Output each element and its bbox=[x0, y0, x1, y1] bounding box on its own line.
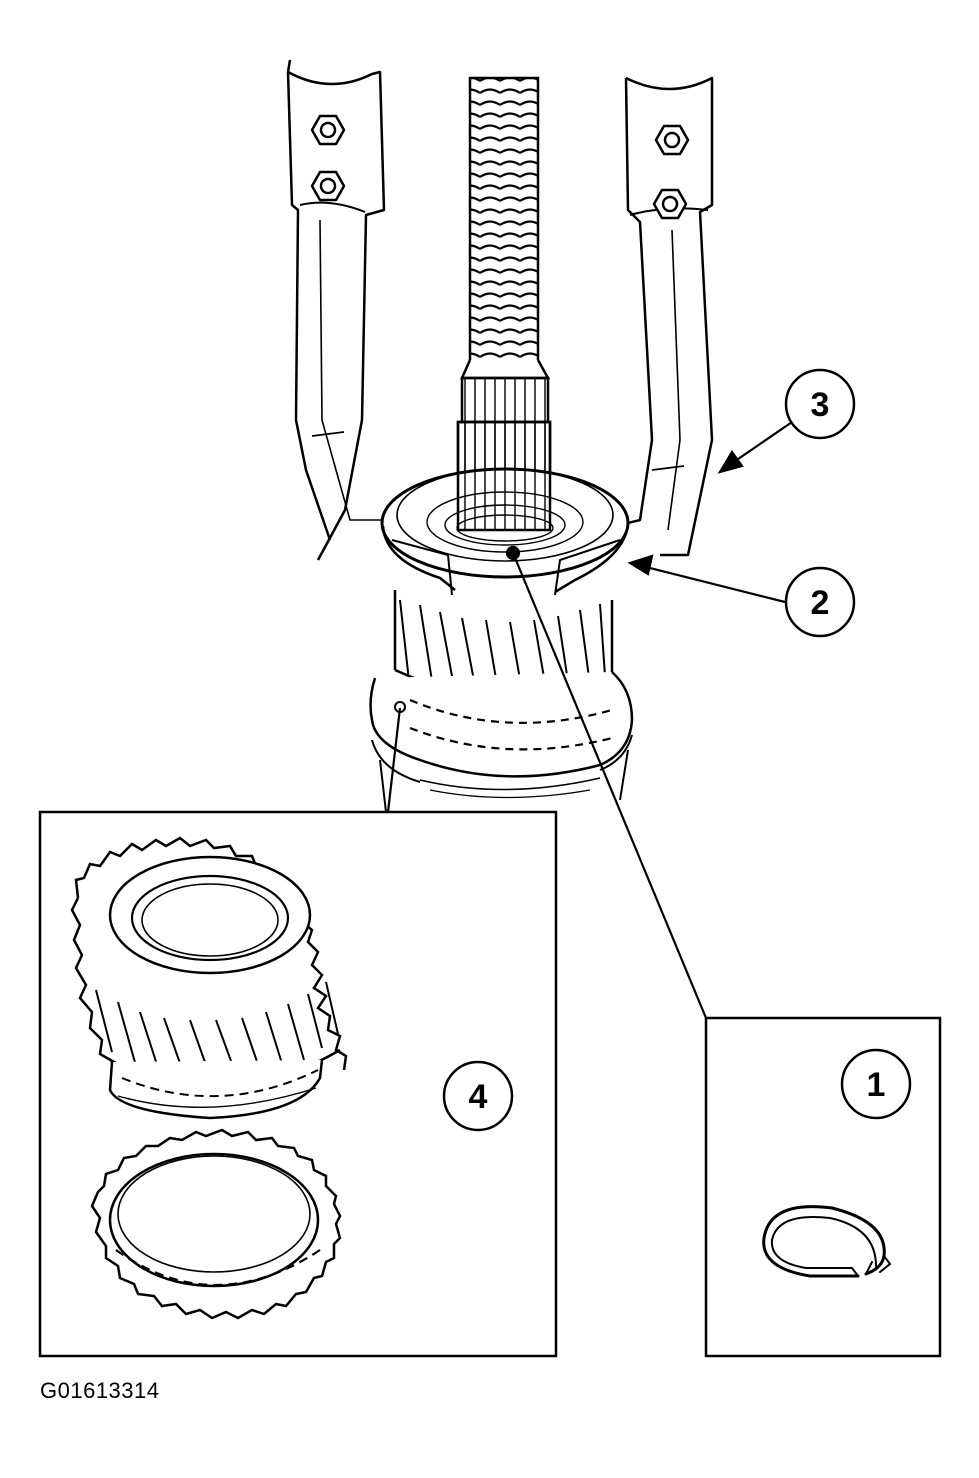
callout-4: 4 bbox=[442, 1060, 514, 1132]
callout-3: 3 bbox=[784, 368, 856, 440]
callout-3-label: 3 bbox=[811, 386, 830, 424]
figure-code: G01613314 bbox=[40, 1378, 160, 1403]
puller-tool bbox=[286, 59, 714, 561]
blocker-ring bbox=[90, 1128, 342, 1320]
hex-nut-icon bbox=[654, 124, 690, 156]
synchronizer-gear bbox=[70, 836, 348, 1120]
hex-nut-icon bbox=[310, 114, 346, 146]
callout-2-label: 2 bbox=[811, 584, 830, 622]
callout-4-label: 4 bbox=[469, 1078, 488, 1116]
snap-ring bbox=[762, 1205, 892, 1278]
gear-assembly bbox=[369, 590, 634, 813]
hex-nut-icon bbox=[310, 170, 346, 202]
callout-1: 1 bbox=[840, 1048, 912, 1120]
split-collar bbox=[380, 420, 630, 596]
callout-2: 2 bbox=[784, 566, 856, 638]
callout-1-label: 1 bbox=[867, 1066, 886, 1104]
forcing-screw bbox=[460, 76, 551, 380]
hex-nut-icon bbox=[652, 188, 688, 220]
